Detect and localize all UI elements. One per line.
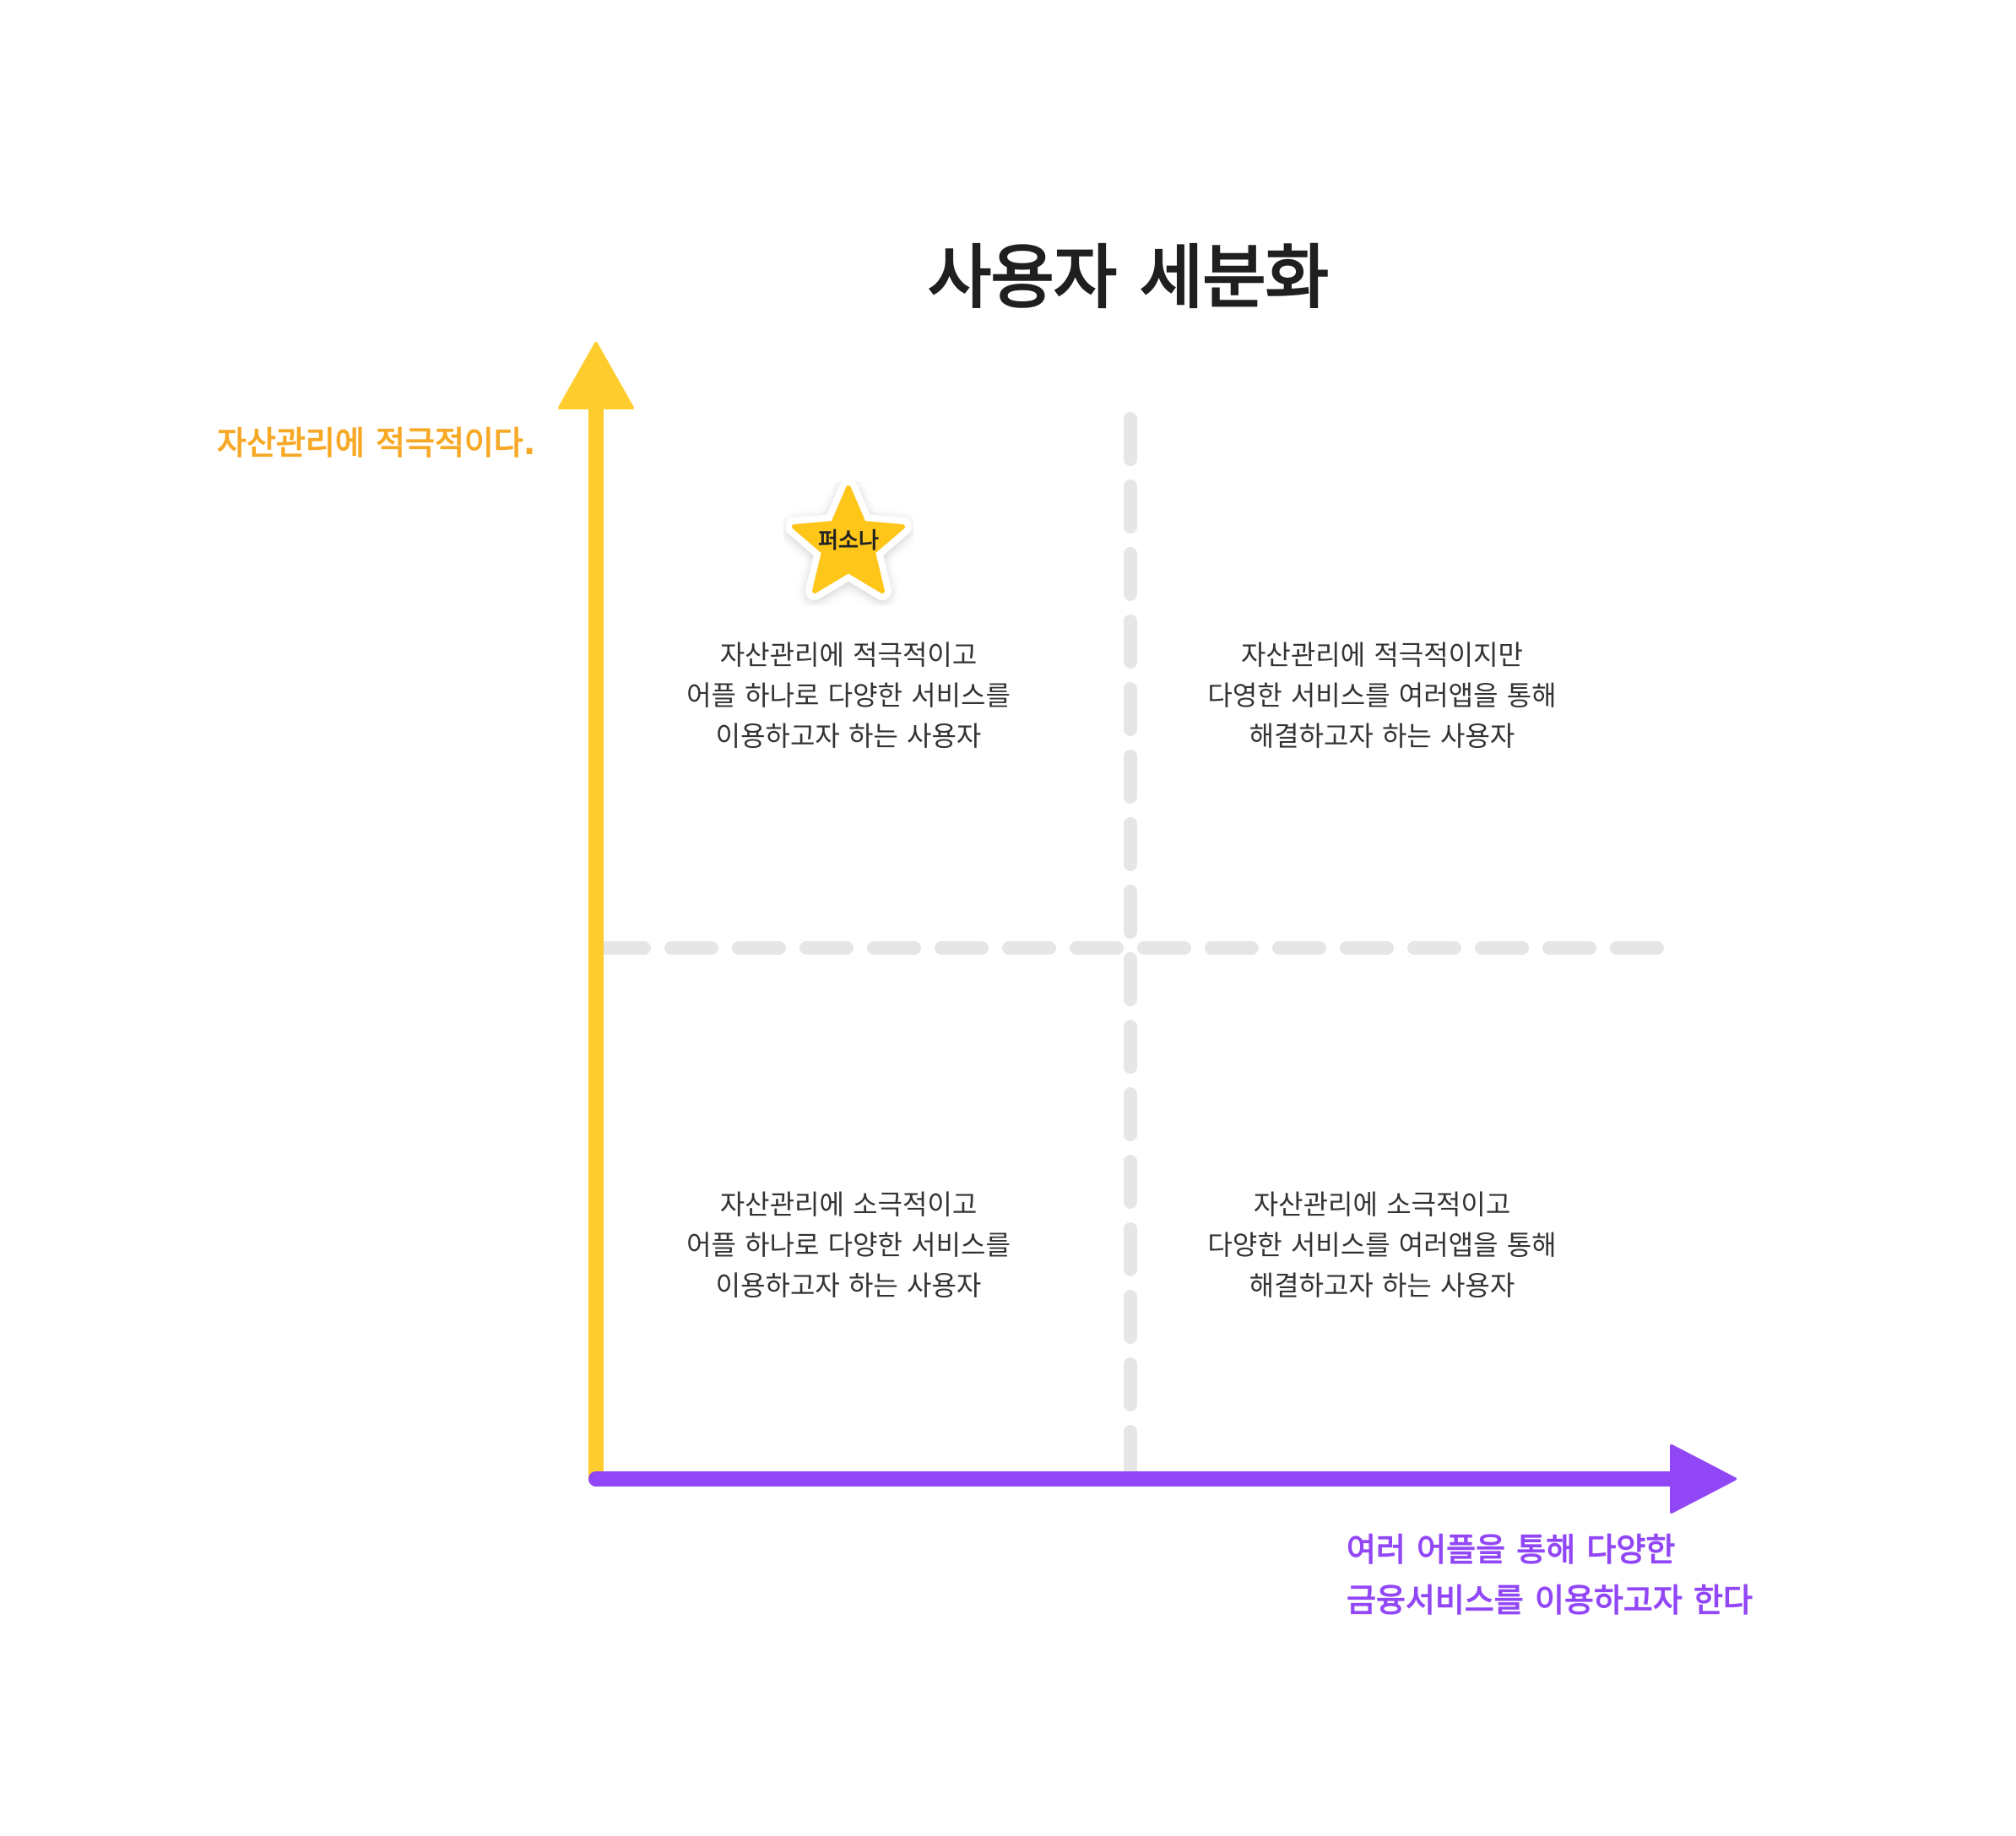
star-icon — [785, 479, 912, 600]
quadrant-text-line: 다영한 서비스를 여러앱을 통해 — [1207, 680, 1557, 712]
y-axis-arrowhead — [558, 342, 634, 409]
quadrant-bottom-right: 자산관리에 소극적이고 다양한 서비스를 여러앱을 통해 해결하고자 하는 사용… — [1112, 1184, 1652, 1306]
quadrant-text-line: 해결하고자 하는 사용자 — [1249, 1270, 1515, 1302]
x-axis-label-line2: 금융서비스를 이용하고자 한다 — [1347, 1582, 1753, 1619]
quadrant-top-left: 자산관리에 적극적이고 어플 하나로 다양한 서비스를 이용하고자 하는 사용자 — [578, 635, 1119, 756]
quadrant-text-line: 다양한 서비스를 여러앱을 통해 — [1207, 1229, 1557, 1261]
y-axis-label: 자산관리에 적극적이다. — [217, 425, 536, 462]
quadrant-text-line: 어플 하나로 다양한 서비스를 — [686, 1229, 1011, 1261]
page-title: 사용자 세분화 — [927, 238, 1329, 318]
quadrant-text-line: 해결하고자 하는 사용자 — [1249, 720, 1515, 752]
quadrant-text-line: 자산관리에 적극적이지만 — [1240, 639, 1523, 671]
quadrant-text-line: 이용하고자 하는 사용자 — [715, 1270, 982, 1302]
x-axis-label-line1: 여러 어플을 통해 다양한 — [1347, 1531, 1676, 1568]
quadrant-text-line: 자산관리에 소극적이고 — [719, 1189, 978, 1221]
x-axis-arrowhead — [1670, 1444, 1737, 1514]
quadrant-top-right: 자산관리에 적극적이지만 다영한 서비스를 여러앱을 통해 해결하고자 하는 사… — [1112, 635, 1652, 756]
quadrant-text-line: 자산관리에 적극적이고 — [719, 639, 978, 671]
persona-label: 퍼소나 — [818, 528, 879, 554]
quadrant-text-line: 어플 하나로 다양한 서비스를 — [686, 680, 1011, 712]
quadrant-bottom-left: 자산관리에 소극적이고 어플 하나로 다양한 서비스를 이용하고자 하는 사용자 — [578, 1184, 1119, 1306]
quadrant-text-line: 이용하고자 하는 사용자 — [715, 720, 982, 752]
x-axis-label: 여러 어플을 통해 다양한 금융서비스를 이용하고자 한다 — [1347, 1525, 1753, 1626]
persona-badge: 퍼소나 — [783, 479, 913, 606]
quadrant-text-line: 자산관리에 소극적이고 — [1253, 1189, 1511, 1221]
